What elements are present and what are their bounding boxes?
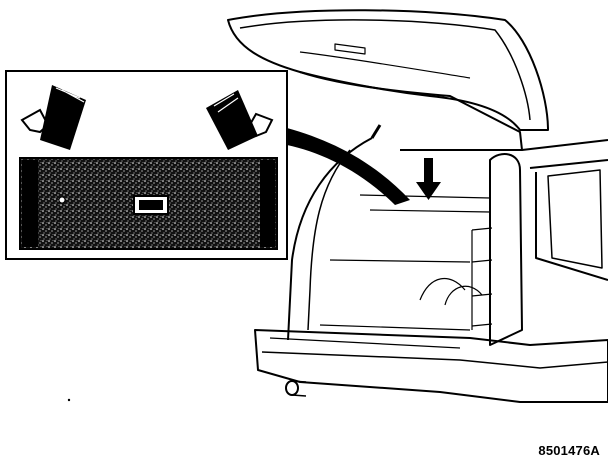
detail-inset [5,70,288,260]
figure-reference-code: 8501476A [538,443,600,458]
down-arrow [416,158,441,200]
vehicle-body [521,139,608,281]
leader-wedge [287,128,410,205]
taillight [489,153,523,346]
clip-pointer-arrow-left [20,85,86,150]
cargo-opening [287,137,373,341]
trim-panel [19,157,278,250]
rear-bumper [254,329,608,403]
clip-pointer-arrow-right [206,90,274,150]
